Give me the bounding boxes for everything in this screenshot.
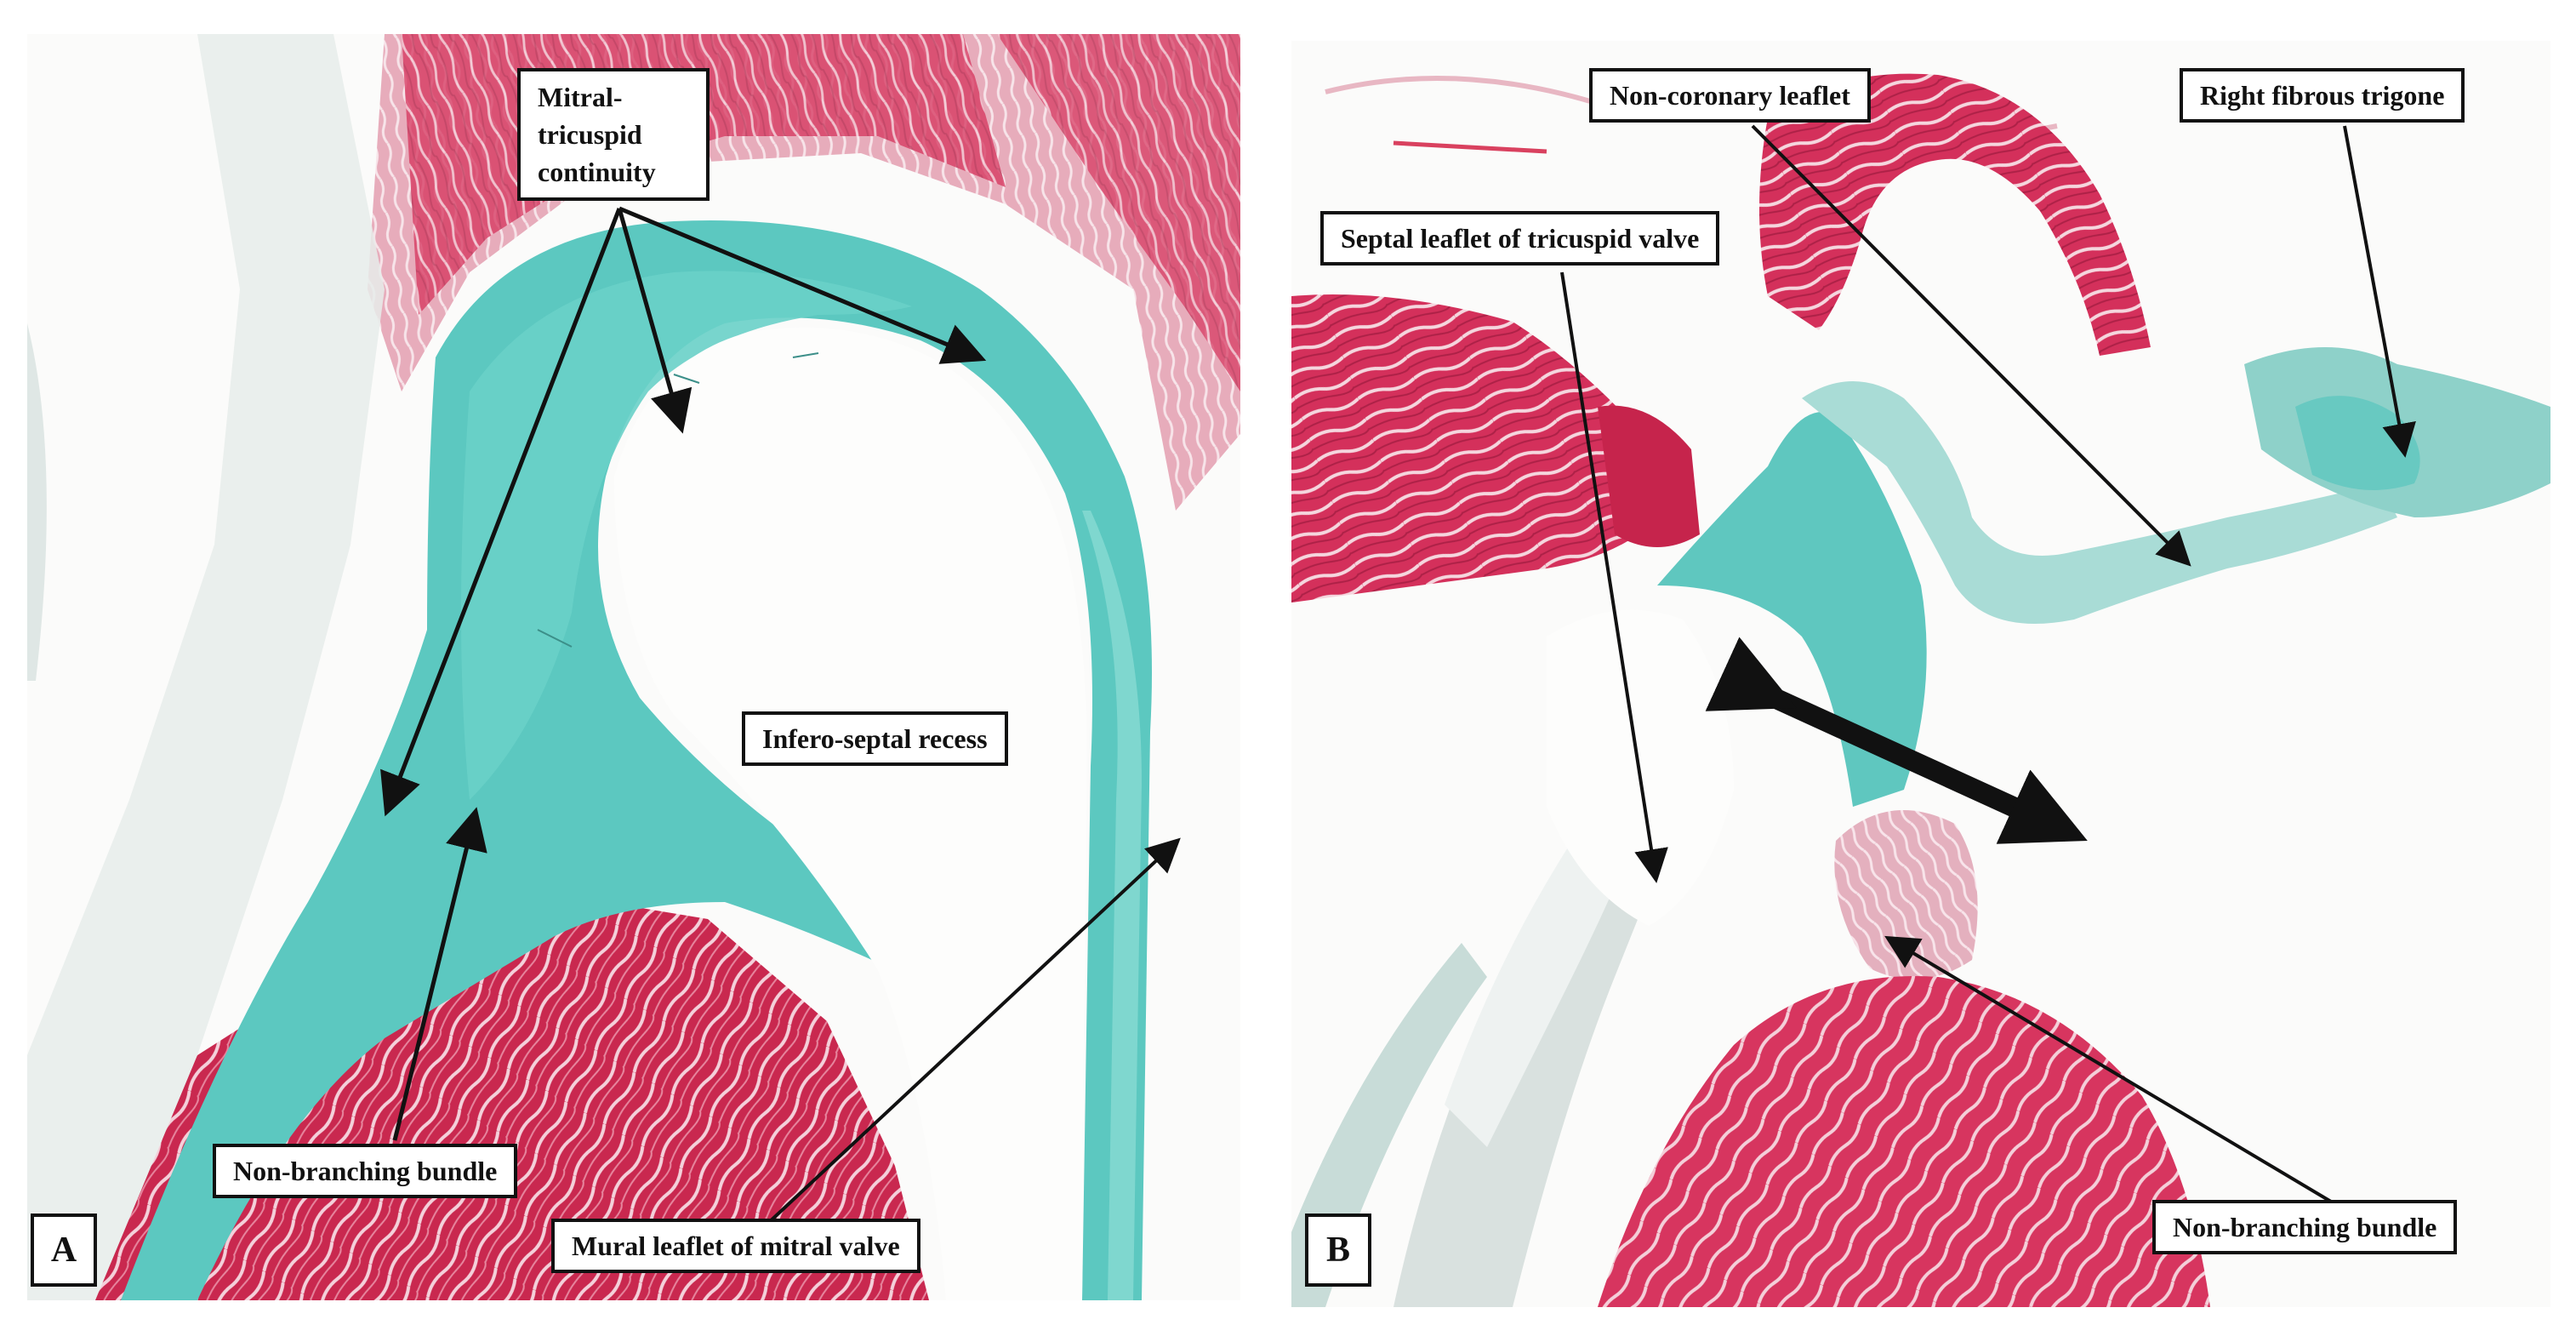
label-non-branching-bundle-b: Non-branching bundle	[2152, 1200, 2458, 1254]
histology-panel-a	[27, 34, 1240, 1300]
label-mural-leaflet: Mural leaflet of mitral valve	[551, 1219, 920, 1273]
label-non-branching-bundle-a: Non-branching bundle	[213, 1144, 518, 1198]
label-mitral-tricuspid-continuity: Mitral-tricuspid continuity	[517, 68, 710, 201]
label-right-fibrous-trigone: Right fibrous trigone	[2180, 68, 2465, 123]
label-infero-septal-recess: Infero-septal recess	[742, 711, 1008, 766]
panel-letter-a: A	[31, 1214, 97, 1287]
label-non-coronary-leaflet: Non-coronary leaflet	[1589, 68, 1871, 123]
panel-a-tissue-image	[27, 34, 1240, 1300]
panel-letter-b: B	[1305, 1214, 1371, 1287]
label-septal-leaflet: Septal leaflet of tricuspid valve	[1320, 211, 1720, 266]
